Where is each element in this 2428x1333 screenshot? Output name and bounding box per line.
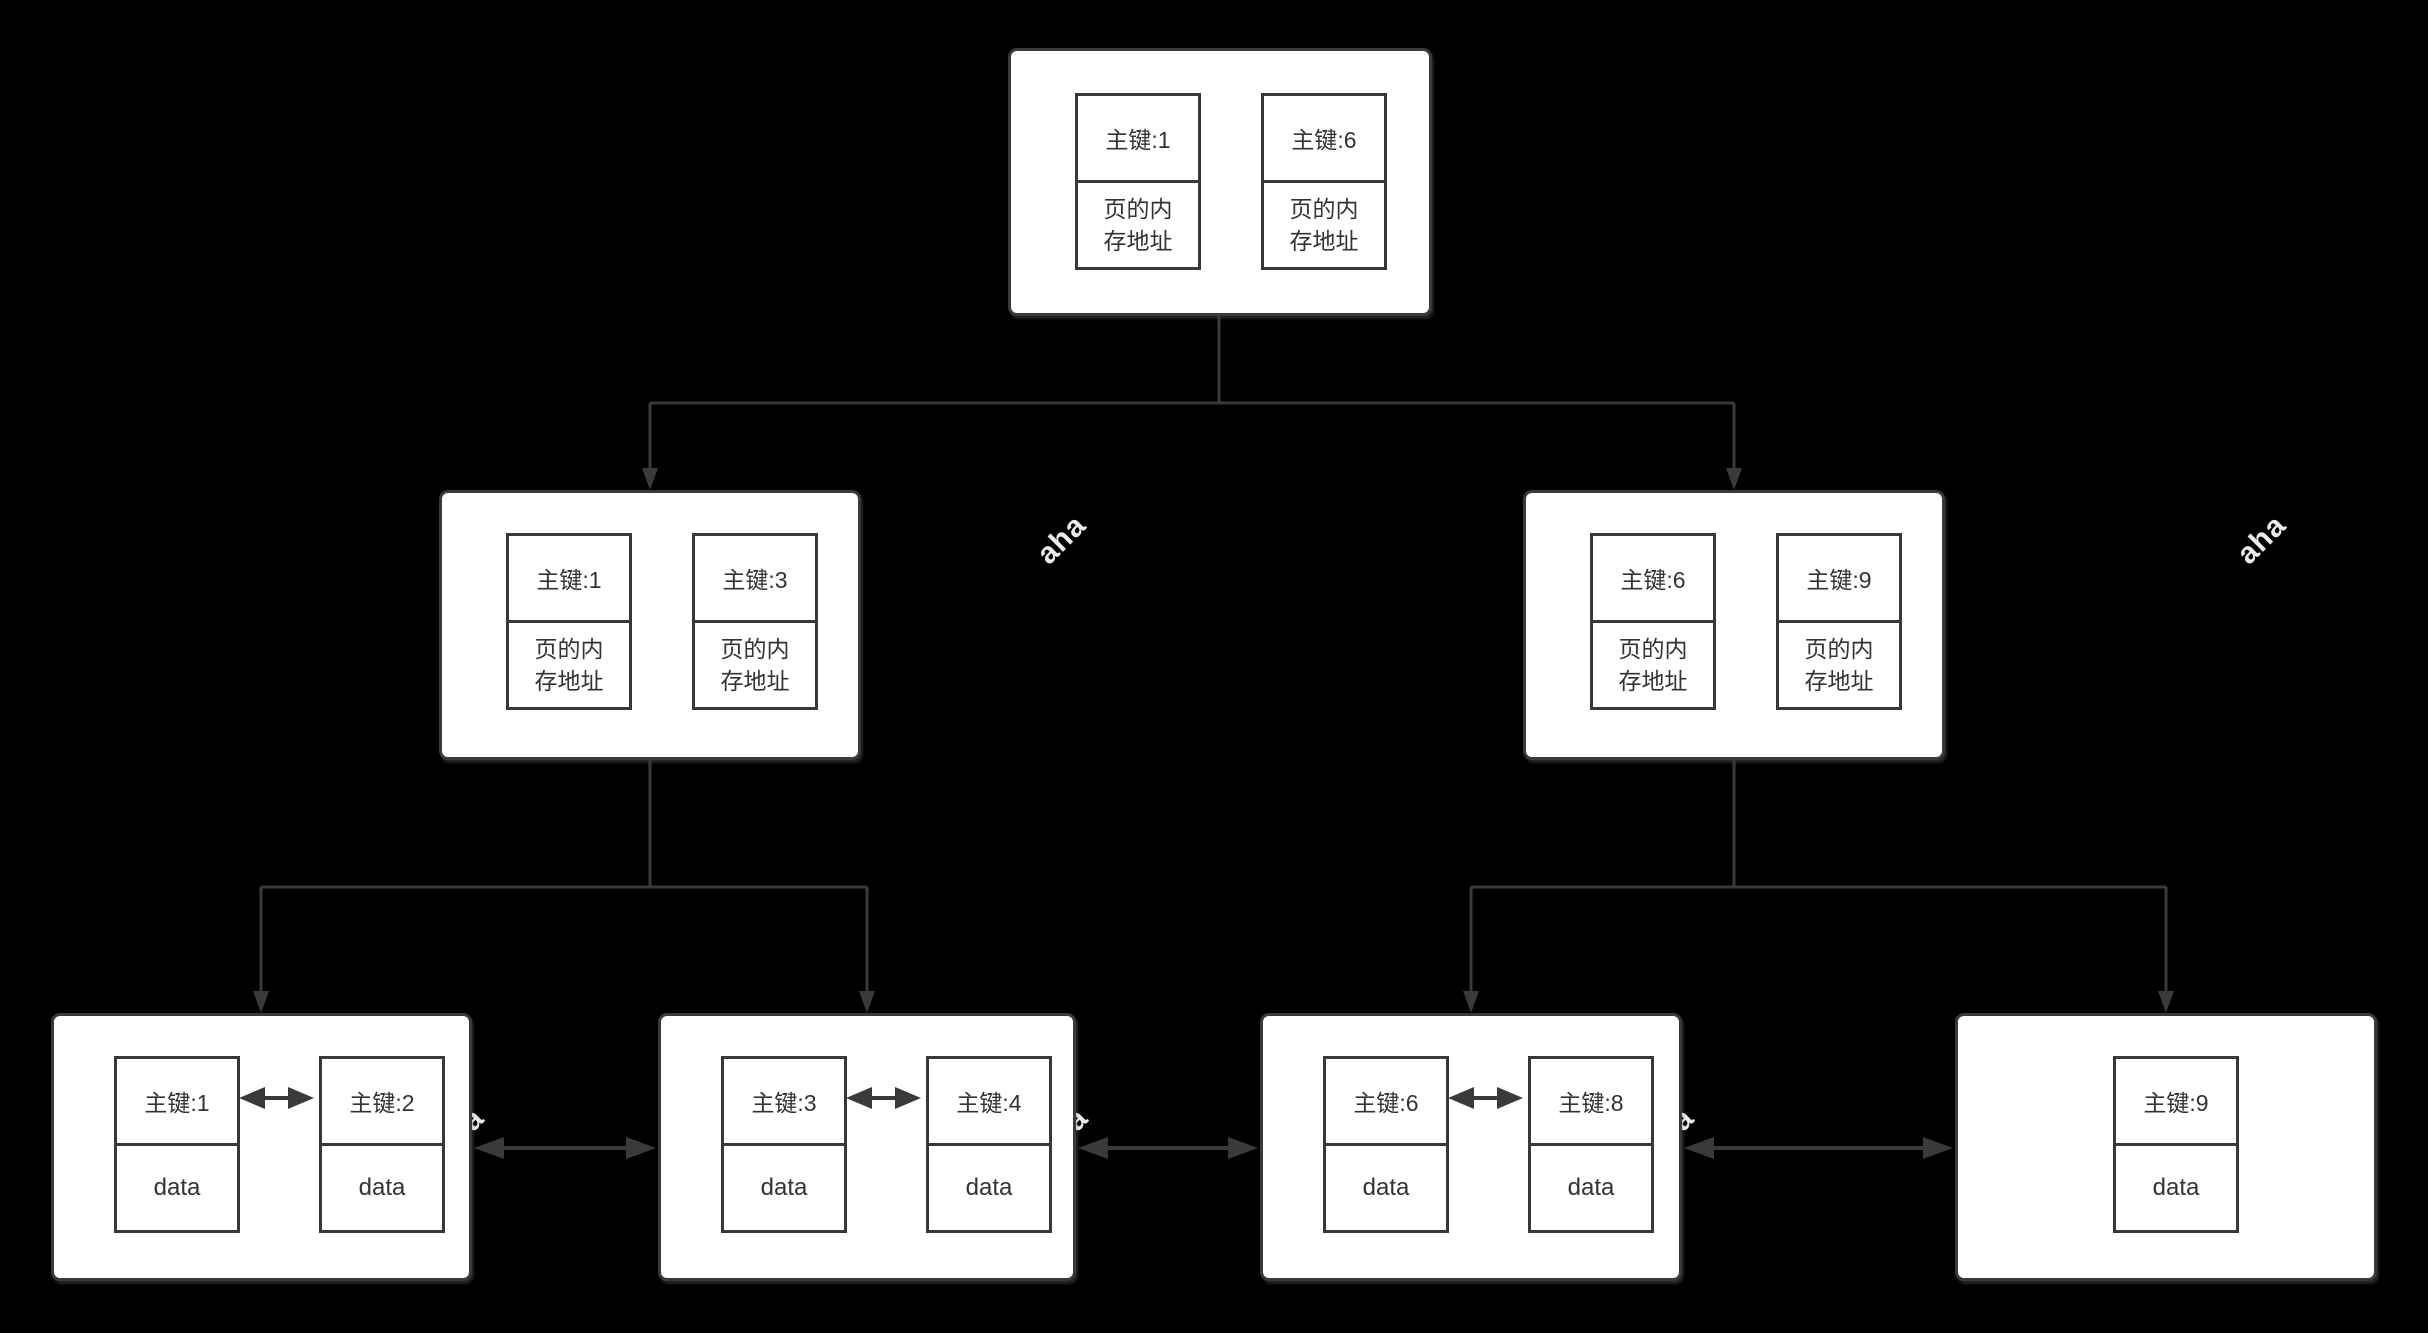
leaf-node-2: 主键:3 data 主键:4 data xyxy=(658,1013,1076,1281)
data-label: data xyxy=(358,1174,406,1201)
key-label: 主键:6 xyxy=(1620,567,1686,593)
connector-line-internal-left-to-leaves xyxy=(259,760,869,995)
arrowhead-right-icon xyxy=(1923,1137,1953,1159)
key-pointer-pair: 主键:6 页的内存地址 xyxy=(1590,533,1716,710)
leaf-node-3: 主键:6 data 主键:8 data xyxy=(1260,1013,1682,1281)
key-data-pair: 主键:3 data xyxy=(721,1056,847,1233)
key-cell: 主键:4 xyxy=(926,1056,1052,1146)
key-cell: 主键:1 xyxy=(506,533,632,623)
key-pointer-pair: 主键:1 页的内存地址 xyxy=(1075,93,1201,270)
data-cell: data xyxy=(114,1143,240,1233)
key-pointer-pair: 主键:6 页的内存地址 xyxy=(1261,93,1387,270)
key-data-pair: 主键:9 data xyxy=(2113,1056,2239,1233)
data-label: data xyxy=(2152,1174,2200,1201)
key-cell: 主键:6 xyxy=(1261,93,1387,183)
key-cell: 主键:2 xyxy=(319,1056,445,1146)
root-node: 主键:1 页的内存地址 主键:6 页的内存地址 xyxy=(1008,48,1432,316)
key-label: 主键:2 xyxy=(349,1090,415,1116)
page-address-cell: 页的内存地址 xyxy=(1261,180,1387,270)
key-data-pair: 主键:4 data xyxy=(926,1056,1052,1233)
data-cell: data xyxy=(1323,1143,1449,1233)
key-label: 主键:6 xyxy=(1353,1090,1419,1116)
internal-node-left: 主键:1 页的内存地址 主键:3 页的内存地址 xyxy=(439,490,861,760)
key-data-pair: 主键:1 data xyxy=(114,1056,240,1233)
page-address-label: 页的内存地址 xyxy=(1804,636,1874,694)
data-cell: data xyxy=(721,1143,847,1233)
watermark: aha xyxy=(2230,508,2293,571)
arrowhead-down-icon xyxy=(1726,468,1742,490)
page-address-cell: 页的内存地址 xyxy=(692,620,818,710)
arrowhead-right-icon xyxy=(626,1137,656,1159)
leaf-node-4: 主键:9 data xyxy=(1955,1013,2377,1281)
key-label: 主键:9 xyxy=(2143,1090,2209,1116)
page-address-label: 页的内存地址 xyxy=(1103,196,1173,254)
key-pointer-pair: 主键:3 页的内存地址 xyxy=(692,533,818,710)
key-data-pair: 主键:6 data xyxy=(1323,1056,1449,1233)
arrowhead-down-icon xyxy=(642,468,658,490)
key-cell: 主键:3 xyxy=(721,1056,847,1146)
key-label: 主键:6 xyxy=(1291,127,1357,153)
data-cell: data xyxy=(2113,1143,2239,1233)
data-label: data xyxy=(760,1174,808,1201)
page-address-label: 页的内存地址 xyxy=(1289,196,1359,254)
key-pointer-pair: 主键:9 页的内存地址 xyxy=(1776,533,1902,710)
key-cell: 主键:1 xyxy=(1075,93,1201,183)
key-label: 主键:3 xyxy=(722,567,788,593)
page-address-label: 页的内存地址 xyxy=(534,636,604,694)
data-cell: data xyxy=(926,1143,1052,1233)
page-address-label: 页的内存地址 xyxy=(1618,636,1688,694)
watermark: aha xyxy=(1030,508,1093,571)
page-address-cell: 页的内存地址 xyxy=(1075,180,1201,270)
arrowhead-down-icon xyxy=(859,991,875,1013)
key-label: 主键:1 xyxy=(1105,127,1171,153)
key-pointer-pair: 主键:1 页的内存地址 xyxy=(506,533,632,710)
data-label: data xyxy=(965,1174,1013,1201)
key-data-pair: 主键:8 data xyxy=(1528,1056,1654,1233)
connector-line-root-to-internals xyxy=(648,316,1736,472)
key-cell: 主键:8 xyxy=(1528,1056,1654,1146)
key-cell: 主键:6 xyxy=(1590,533,1716,623)
page-address-cell: 页的内存地址 xyxy=(506,620,632,710)
key-cell: 主键:9 xyxy=(2113,1056,2239,1146)
page-address-cell: 页的内存地址 xyxy=(1590,620,1716,710)
arrowhead-right-icon xyxy=(1228,1137,1258,1159)
page-address-cell: 页的内存地址 xyxy=(1776,620,1902,710)
key-label: 主键:1 xyxy=(144,1090,210,1116)
data-cell: data xyxy=(1528,1143,1654,1233)
data-label: data xyxy=(1567,1174,1615,1201)
key-label: 主键:4 xyxy=(956,1090,1022,1116)
connector-line-internal-right-to-leaves xyxy=(1469,760,2168,995)
key-data-pair: 主键:2 data xyxy=(319,1056,445,1233)
leaf-node-1: 主键:1 data 主键:2 data xyxy=(51,1013,472,1281)
data-label: data xyxy=(1362,1174,1410,1201)
key-cell: 主键:3 xyxy=(692,533,818,623)
data-cell: data xyxy=(319,1143,445,1233)
internal-node-right: 主键:6 页的内存地址 主键:9 页的内存地址 xyxy=(1523,490,1945,760)
key-label: 主键:8 xyxy=(1558,1090,1624,1116)
key-cell: 主键:6 xyxy=(1323,1056,1449,1146)
key-label: 主键:3 xyxy=(751,1090,817,1116)
key-label: 主键:1 xyxy=(536,567,602,593)
key-cell: 主键:9 xyxy=(1776,533,1902,623)
arrowhead-down-icon xyxy=(1463,991,1479,1013)
page-address-label: 页的内存地址 xyxy=(720,636,790,694)
key-cell: 主键:1 xyxy=(114,1056,240,1146)
arrowhead-down-icon xyxy=(2158,991,2174,1013)
key-label: 主键:9 xyxy=(1806,567,1872,593)
arrowhead-down-icon xyxy=(253,991,269,1013)
data-label: data xyxy=(153,1174,201,1201)
